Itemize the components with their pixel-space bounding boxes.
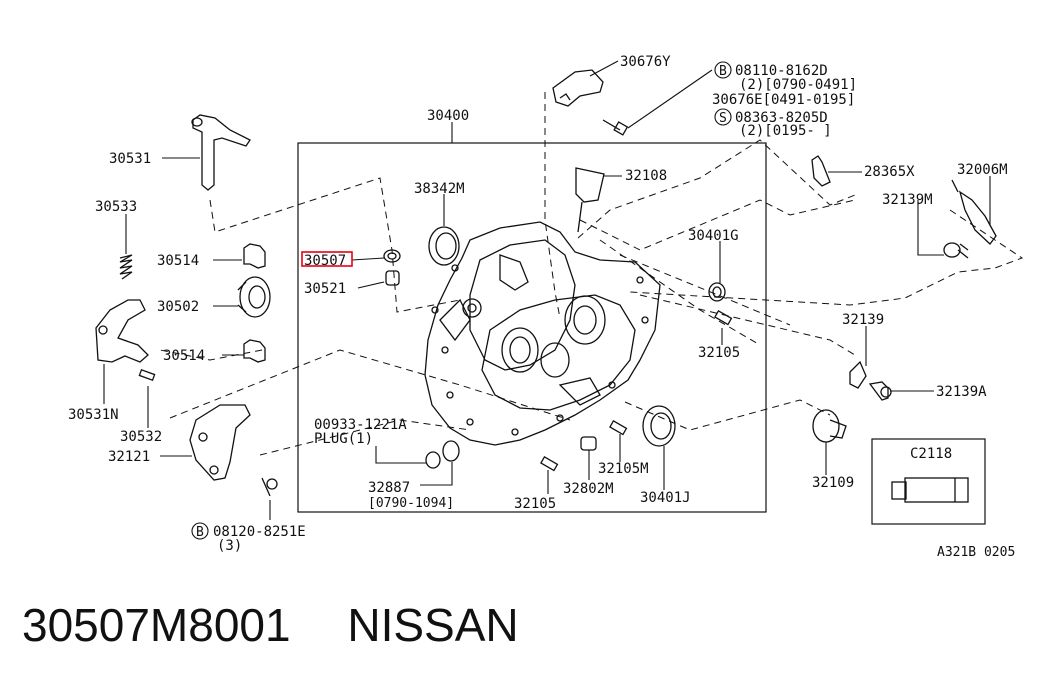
dashed-guides: [159, 92, 1024, 456]
bracket-30676y-sketch: [552, 69, 629, 136]
b-circle-icon: [714, 61, 732, 79]
bolt-32139a-sketch: [868, 381, 892, 401]
label-30401j: 30401J: [640, 490, 691, 506]
label-32109: 32109: [812, 475, 854, 491]
label-30502: 30502: [157, 299, 199, 315]
label-32105-lower: 32105: [514, 496, 556, 512]
label-30532: 30532: [120, 429, 162, 445]
pin-32105-upper-sketch: [714, 310, 733, 326]
label-30400: 30400: [427, 108, 469, 124]
label-08120-8251e: 08120-8251E: [213, 524, 306, 540]
label-08363-qty: (2)[0195- ]: [739, 123, 832, 139]
guide-32108-sketch: [575, 167, 605, 233]
plug-00933-sketch: [425, 451, 441, 469]
release-bearing-30502-sketch: [237, 276, 271, 318]
label-38342m: 38342M: [414, 181, 465, 197]
pin-32105m-sketch: [609, 420, 628, 436]
transmission-housing-sketch: [424, 221, 661, 446]
label-32108: 32108: [625, 168, 667, 184]
label-32006m: 32006M: [957, 162, 1008, 178]
label-30401g: 30401G: [688, 228, 739, 244]
bushing-30521-sketch: [385, 270, 400, 286]
label-c2118: C2118: [910, 446, 952, 462]
label-30531: 30531: [109, 151, 151, 167]
s-circle-letter: S: [719, 111, 727, 126]
b-circle-icon: [191, 522, 209, 540]
bearing-30401g-sketch: [708, 282, 726, 302]
label-30533: 30533: [95, 199, 137, 215]
label-08120-qty: (3): [217, 538, 242, 554]
label-30514-bottom: 30514: [163, 348, 205, 364]
label-08363-8205d: 08363-8205D: [735, 110, 828, 126]
switch-32139m-sketch: [943, 242, 969, 259]
label-30521: 30521: [304, 281, 346, 297]
parts-diagram: B S B 30676Y 08110-8162D (2)[0790-0491] …: [68, 54, 1024, 560]
bearing-30401j-sketch: [642, 405, 676, 447]
housing-frame: [297, 142, 767, 513]
label-30676e: 30676E[0491-0195]: [712, 92, 855, 108]
seal-30507-sketch: [383, 249, 401, 263]
label-30514-top: 30514: [157, 253, 199, 269]
collar-32802m-sketch: [580, 436, 597, 451]
label-32105-upper: 32105: [698, 345, 740, 361]
label-28365x: 28365X: [864, 164, 915, 180]
seal-38342m-sketch: [428, 226, 460, 266]
part-title: 30507M8001 NISSAN: [22, 598, 519, 658]
brand-name: NISSAN: [347, 599, 519, 651]
pin-32105-lower-sketch: [540, 456, 559, 472]
label-plug: PLUG(1): [314, 431, 373, 447]
bracket-32121-sketch: [189, 404, 278, 497]
label-32121: 32121: [108, 449, 150, 465]
switch-32006m-sketch: [951, 179, 997, 245]
label-32139m: 32139M: [882, 192, 933, 208]
shift-lever-30531-sketch: [191, 114, 251, 191]
label-32887-range: [0790-1094]: [368, 496, 454, 511]
fork-30531n-sketch: [95, 299, 156, 382]
sensor-28365x-sketch: [811, 155, 831, 187]
label-32105m: 32105M: [598, 461, 649, 477]
leader-lines: [103, 60, 991, 520]
seal-32887-sketch: [442, 440, 460, 462]
diagram-reference-code: A321B 0205: [937, 545, 1015, 560]
highlight-box: [301, 251, 353, 267]
label-08110-8162d: 08110-8162D: [735, 63, 828, 79]
spring-30533-sketch: [119, 254, 133, 280]
label-30531n: 30531N: [68, 407, 119, 423]
label-32139: 32139: [842, 312, 884, 328]
label-08110-qty: (2)[0790-0491]: [739, 77, 857, 93]
label-32802m: 32802M: [563, 481, 614, 497]
label-00933-1221a: 00933-1221A: [314, 417, 407, 433]
part-number: 30507M8001: [22, 599, 291, 651]
s-circle-icon: [714, 108, 732, 126]
clip-30514-top-sketch: [243, 243, 266, 269]
label-32139a: 32139A: [936, 384, 987, 400]
label-30676y: 30676Y: [620, 54, 671, 70]
plate-32139-sketch: [849, 360, 867, 389]
b-circle-letter: B: [196, 525, 204, 540]
c2118-inset-frame: [871, 438, 986, 525]
label-30507: 30507: [304, 253, 346, 269]
label-32887: 32887: [368, 480, 410, 496]
b-circle-letter: B: [719, 64, 727, 79]
clip-30514-bottom-sketch: [243, 339, 266, 363]
connector-c2118-sketch: [891, 477, 969, 503]
